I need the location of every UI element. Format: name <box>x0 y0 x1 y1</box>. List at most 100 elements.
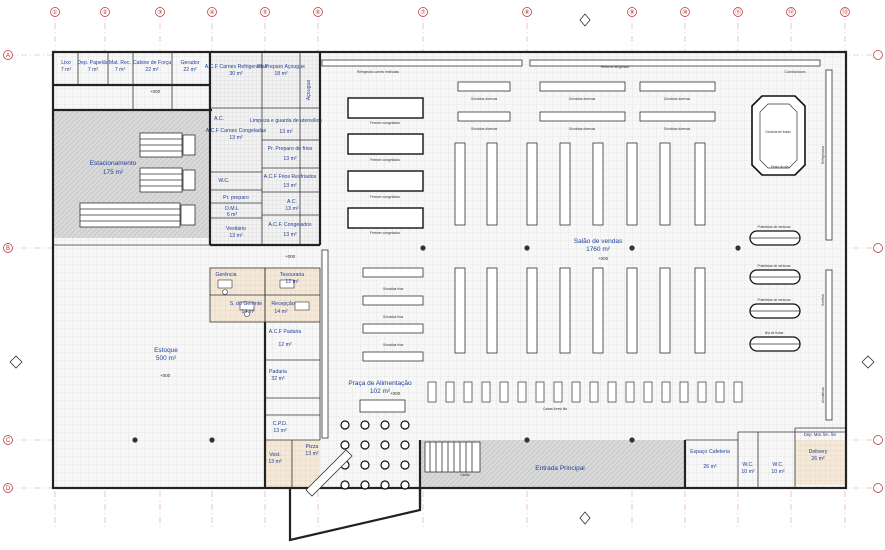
grid-col-6: ⑥ <box>315 9 320 16</box>
entrance-stairs <box>424 441 481 473</box>
label-lim: Cartão <box>460 473 470 477</box>
room-limpeza-name: Limpeza e guarda de utensílios <box>250 118 323 124</box>
grid-col-10: ⑩ <box>682 9 687 16</box>
room-wc1-name: W.C. <box>742 462 753 468</box>
room-lixo-area: 7 m² <box>61 67 72 73</box>
label-cozinha: Cozinha/doces <box>784 70 805 74</box>
room-salao-name: Salão de vendas <box>574 238 623 245</box>
room-dml-area: 6 m² <box>227 212 238 218</box>
room-vestiario-name: Vestiário <box>226 226 246 232</box>
room-tesouraria-area: 12 m² <box>285 279 299 285</box>
room-mat-rec-area: 7 m² <box>115 67 126 73</box>
label-gondola-5: Gôndolas diversas <box>569 127 596 131</box>
top-room-walls <box>53 52 322 247</box>
room-cabine-forca-name: Cabine de Força <box>133 60 171 66</box>
room-delivery-name: Delivery <box>809 449 828 455</box>
room-praca-area: 102 m² <box>370 388 391 395</box>
room-acf-carnes-area: 30 m² <box>229 71 243 77</box>
label-caixas: Caixas livres/ fila <box>543 407 567 411</box>
room-acf-padaria-area: 12 m² <box>278 342 292 348</box>
grid-row-a: A <box>6 53 10 59</box>
room-acf-frios-area: 13 m² <box>283 183 297 189</box>
freezer-islands <box>347 97 424 229</box>
room-wc2-area: 10 m² <box>771 469 785 475</box>
room-cabine-forca-area: 22 m² <box>145 67 159 73</box>
truck-2 <box>139 167 196 193</box>
room-pizza-name: Pizza <box>306 444 319 450</box>
grid-col-2: ② <box>102 9 107 16</box>
room-preparo-acougue-name: Pr. Preparo Açougue <box>257 64 305 70</box>
left-gondolas <box>362 267 424 362</box>
label-frutas-2: Prateleiras de verduras <box>758 264 791 268</box>
top-wall-counter-left <box>321 59 523 67</box>
room-estacionamento-name: Estacionamento <box>90 160 137 167</box>
label-gondola-1: Gôndolas diversas <box>471 97 498 101</box>
room-pizza-area: 13 m² <box>305 451 319 457</box>
room-gerador-name: Gerador <box>180 60 199 66</box>
room-acougue-name: Açougue <box>306 80 312 101</box>
top-gondolas <box>457 81 716 122</box>
truck-3 <box>79 202 196 228</box>
right-wall-counter-upper <box>825 69 833 241</box>
office-walls <box>209 267 321 488</box>
grid-col-4: ④ <box>209 9 214 16</box>
room-gerador-area: 22 m² <box>183 67 197 73</box>
room-wc-func-name: W.C. <box>218 178 229 184</box>
room-estoque-name: Estoque <box>154 347 178 354</box>
grid-col-5: ⑤ <box>262 9 267 16</box>
room-cpd-area: 13 m² <box>273 428 287 434</box>
grid-col-11: ⑪ <box>735 8 741 16</box>
label-reserva: Reserva refrigerada <box>601 65 629 69</box>
label-pratos: Prato do dia <box>771 165 788 169</box>
room-entrada-name: Entrada Principal <box>535 465 585 472</box>
room-mat-rec-name: Mat. Rec. <box>109 60 131 66</box>
level-marker-1: +000 <box>150 89 161 94</box>
label-refrig-carnes: Refrigerado carnes resfriadas <box>357 70 399 74</box>
room-limpeza-area: 13 m² <box>279 129 293 135</box>
back-rooms-floor <box>212 55 320 245</box>
room-estoque-area: 500 m² <box>156 355 177 362</box>
grid-col-12: ⑫ <box>788 8 794 16</box>
freezer-label-2: Freezer congelados <box>370 158 400 162</box>
room-vest-name: Vest. <box>269 452 281 458</box>
grid-col-8: ⑧ <box>524 9 529 16</box>
outer-walls <box>51 50 848 542</box>
room-acf-carnes-name: A.C.F Carnes Refrigeradas <box>205 64 268 70</box>
room-dep-papelao-area: 7 m² <box>88 67 99 73</box>
room-acf-frios-name: A.C.F Frios Resfriados <box>264 174 317 180</box>
left-wall-counter <box>321 249 329 439</box>
room-sala-gerente-name: S. do Gerente <box>230 301 262 307</box>
grid-row-d: D <box>6 486 11 492</box>
ramp <box>305 449 353 497</box>
room-preparo-acougue-area: 18 m² <box>274 71 288 77</box>
grid-row-b: B <box>6 246 10 252</box>
checkouts <box>427 381 743 403</box>
grid-row-c: C <box>6 438 11 444</box>
label-refrig-laticinios: Refrigerados <box>821 145 825 164</box>
food-court-counter <box>359 399 406 413</box>
label-reserv: Aromáticas <box>821 387 825 403</box>
grid-col-3: ③ <box>157 9 162 16</box>
produce-islands <box>749 230 801 352</box>
level-marker-3: +000 <box>160 373 171 378</box>
right-room-walls <box>685 427 845 488</box>
room-ac2-area: 13 m² <box>285 206 299 212</box>
room-ac2-name: A.C. <box>287 199 297 205</box>
room-dml-name: D.M.L <box>225 206 239 212</box>
room-estacionamento-area: 175 m² <box>103 169 124 176</box>
octagon-island <box>751 95 806 176</box>
room-acf-congelados-area: 13 m² <box>283 232 297 238</box>
room-praca-name: Praça de Alimentação <box>348 380 412 387</box>
grid-bubbles <box>3 7 883 493</box>
top-wall-counter-right <box>529 59 821 67</box>
level-markers: +000 +000 +000 +000 +000 <box>150 89 609 396</box>
delivery-floor <box>795 440 845 485</box>
label-hortifruti: Hortifruti <box>821 294 825 306</box>
right-wall-counter-lower <box>825 269 833 421</box>
room-acf-carnes-congeladas-area: 13 m² <box>229 135 243 141</box>
room-cpd-name: C.P.D. <box>273 421 288 427</box>
label-gondola-frios-1: Gôndolas frios <box>383 287 404 291</box>
room-padaria-area: 32 m² <box>271 376 285 382</box>
truck-1 <box>139 132 196 158</box>
